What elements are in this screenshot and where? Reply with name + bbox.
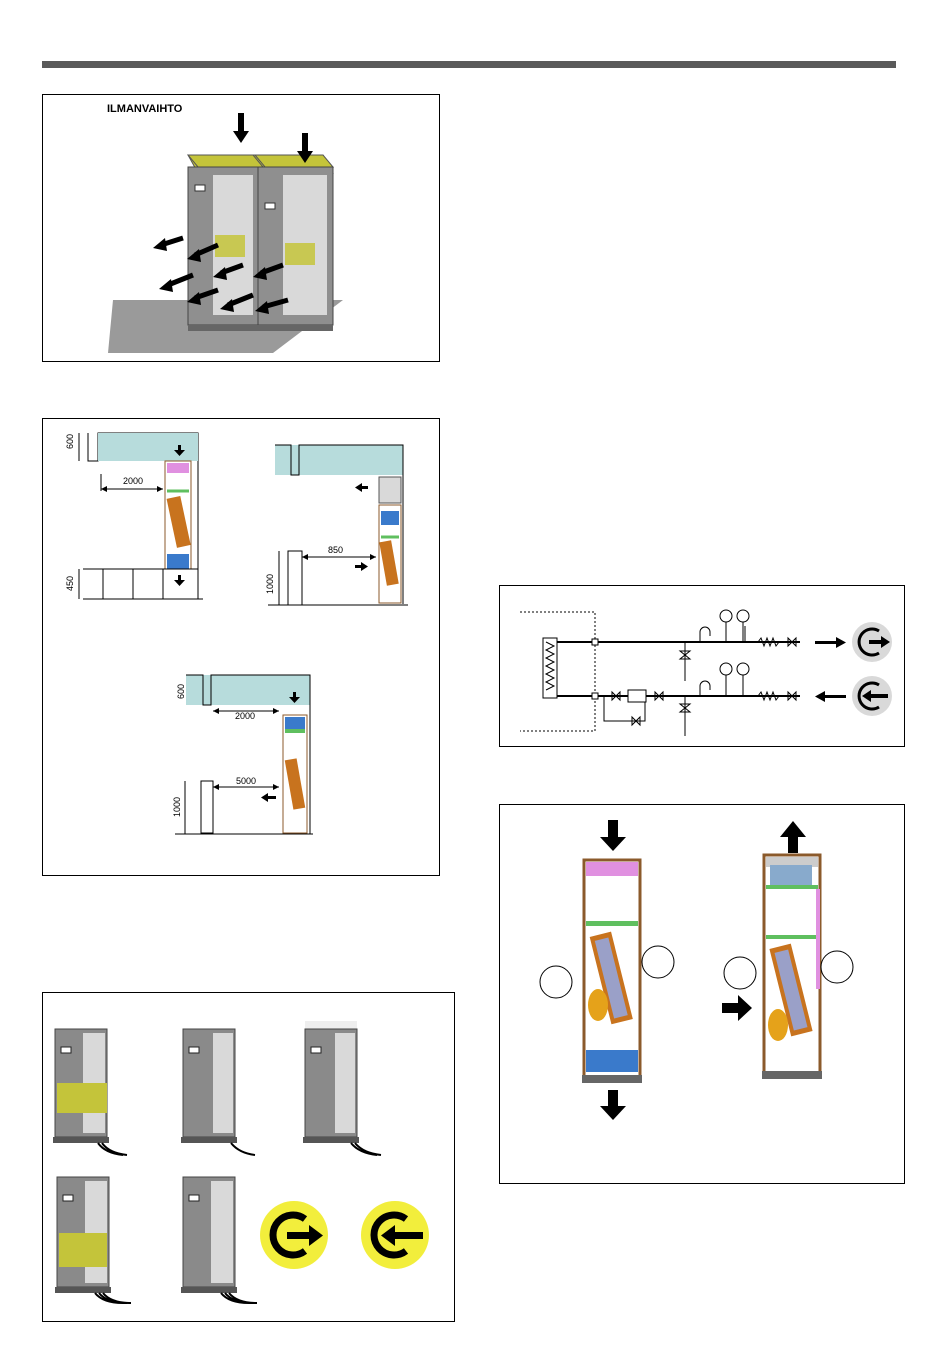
header-rule: [42, 61, 896, 68]
left-arrow-icon: [815, 691, 846, 702]
label-circle: [821, 951, 853, 983]
inlet-connection-icon: [361, 1201, 429, 1269]
piping-schematic: [500, 586, 906, 748]
right-arrow-icon: [815, 637, 846, 648]
airflow-configurations: [500, 805, 906, 1185]
figure-dimensions: 600 2000 450 850 1000 6: [42, 418, 440, 876]
left-arrow-icon: [261, 793, 276, 802]
dim-c-distance-top: 2000: [235, 711, 255, 721]
figure-airflow-configurations: [499, 804, 905, 1184]
dimensions-diagram: 600 2000 450 850 1000 6: [43, 419, 441, 877]
inlet-connection-icon: [852, 676, 892, 716]
dim-c-top: 600: [176, 684, 186, 699]
dim-a-floor: 450: [65, 576, 75, 591]
label-circle: [642, 946, 674, 978]
figure-unit-variants: [42, 992, 455, 1322]
dim-b-distance: 850: [328, 545, 343, 555]
up-arrow-icon: [780, 821, 806, 853]
outlet-connection-icon: [260, 1201, 328, 1269]
right-arrow-icon: [355, 562, 368, 571]
right-arrow-icon: [722, 995, 752, 1021]
figure-airflow: ILMANVAIHTO: [42, 94, 440, 362]
figure-piping-schematic: [499, 585, 905, 747]
label-circle: [724, 957, 756, 989]
outlet-connection-icon: [852, 622, 892, 662]
dim-a-distance: 2000: [123, 476, 143, 486]
dim-a-top: 600: [65, 434, 75, 449]
unit-variants-illustration: [43, 993, 456, 1323]
airflow-illustration: [43, 95, 441, 363]
label-circle: [540, 966, 572, 998]
dim-b-height: 1000: [265, 574, 275, 594]
dim-c-distance-bottom: 5000: [236, 776, 256, 786]
left-arrow-icon: [355, 483, 368, 492]
dim-c-height: 1000: [172, 797, 182, 817]
